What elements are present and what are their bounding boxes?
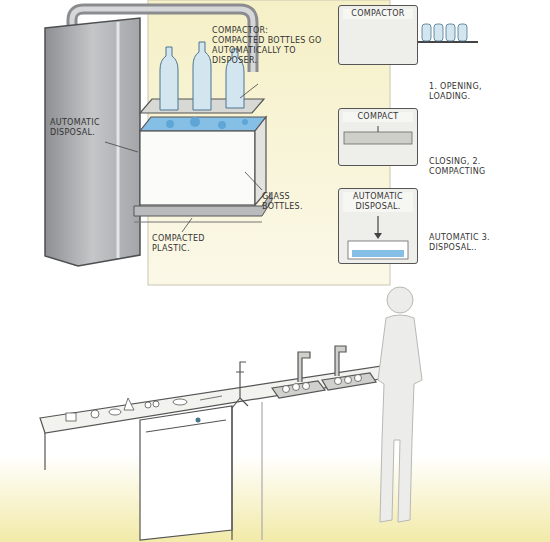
step-caption: CLOSING, 2. COMPACTING (429, 157, 513, 177)
step-caption: AUTOMATIC 3. DISPOSAL.. (429, 233, 513, 253)
annotation-label: COMPACTOR: COMPACTED BOTTLES GO AUTOMATI… (212, 26, 322, 66)
annotation-label: COMPACTED PLASTIC. (152, 234, 236, 254)
person-silhouette (378, 287, 422, 522)
annotation-label: GLASS BOTTLES. (262, 192, 312, 212)
step-box: COMPACTCLOSING, 2. COMPACTING (338, 108, 418, 166)
box-label: COMPACT (343, 112, 413, 122)
floor (0, 455, 550, 542)
step-caption: 1. OPENING, LOADING. (429, 82, 513, 102)
leader-lines (105, 84, 262, 232)
annotation-label: AUTOMATIC DISPOSAL. (50, 118, 112, 138)
kitchen-counter (40, 346, 386, 540)
box-label: COMPACTOR (343, 9, 413, 19)
step-icons (338, 5, 478, 264)
step-box: AUTOMATIC DISPOSAL.AUTOMATIC 3. DISPOSAL… (338, 188, 418, 264)
box-label: AUTOMATIC DISPOSAL. (343, 192, 413, 212)
step-box: COMPACTOR1. OPENING, LOADING. (338, 5, 418, 65)
